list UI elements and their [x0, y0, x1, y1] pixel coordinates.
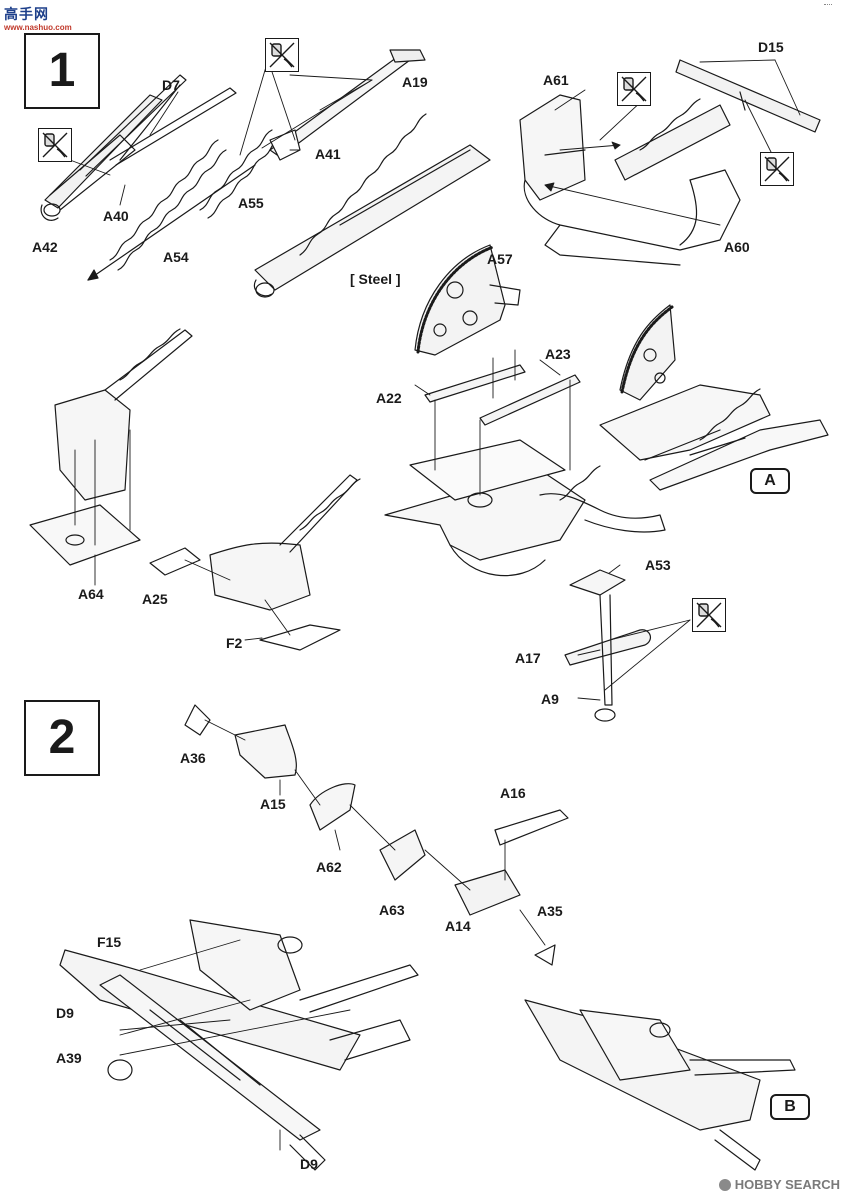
cradle-assembly-left — [29, 328, 361, 651]
watermark-logo-icon — [718, 1178, 731, 1191]
leader-lines — [204, 719, 546, 946]
part-label: A35 — [537, 903, 563, 919]
part-label: A61 — [543, 72, 569, 88]
part-label: A62 — [316, 859, 342, 875]
cement-icon — [617, 72, 651, 106]
subassembly-a-preview — [599, 304, 829, 491]
logo-url: www.nashuo.com — [4, 23, 72, 32]
part-label: A64 — [78, 586, 104, 602]
part-label: D15 — [758, 39, 784, 55]
subassembly-b-preview — [524, 999, 796, 1171]
cement-icon — [692, 598, 726, 632]
recoil-spring-part — [87, 139, 256, 281]
part-label: A60 — [724, 239, 750, 255]
part-label: A14 — [445, 918, 471, 934]
subassembly-b-label: B — [770, 1094, 810, 1120]
part-label: A22 — [376, 390, 402, 406]
step-2-box: 2 — [24, 700, 100, 776]
part-label: A16 — [500, 785, 526, 801]
main-axle-part — [59, 919, 419, 1171]
step-1-box: 1 — [24, 33, 100, 109]
site-logo: 高手网 www.nashuo.com — [4, 4, 72, 32]
part-label: F15 — [97, 934, 122, 950]
part-label: A15 — [260, 796, 286, 812]
part-label: A40 — [103, 208, 129, 224]
part-label: A17 — [515, 650, 541, 666]
part-label: A42 — [32, 239, 58, 255]
page-corner-mark — [824, 4, 832, 11]
subassembly-a-label: A — [750, 468, 790, 494]
material-note: [ Steel ] — [350, 271, 401, 287]
logo-brand: 高手网 — [4, 6, 49, 22]
part-label: A25 — [142, 591, 168, 607]
part-label: A9 — [541, 691, 559, 707]
part-label: A36 — [180, 750, 206, 766]
piston-rod-part — [269, 49, 426, 161]
leader-lines — [69, 59, 373, 206]
axle-small-parts — [184, 704, 569, 966]
cradle-tube-part — [253, 113, 491, 298]
recoil-cylinder-part — [40, 74, 237, 221]
watermark: HOBBY SEARCH — [718, 1177, 840, 1192]
leader-lines — [74, 429, 291, 641]
leader-lines — [119, 939, 351, 1151]
part-label: A55 — [238, 195, 264, 211]
gun-cradle-part — [384, 364, 666, 577]
part-label: A41 — [315, 146, 341, 162]
cement-icon — [38, 128, 72, 162]
elevating-arc-part — [414, 244, 521, 356]
cement-icon — [265, 38, 299, 72]
part-label: A19 — [402, 74, 428, 90]
traverse-bracket-part — [564, 569, 652, 722]
step-number: 1 — [48, 44, 76, 97]
part-label: D7 — [162, 77, 180, 93]
part-label: D9 — [300, 1156, 318, 1172]
leader-lines — [577, 619, 691, 701]
watermark-text: HOBBY SEARCH — [734, 1177, 840, 1192]
part-label: D9 — [56, 1005, 74, 1021]
part-label: A53 — [645, 557, 671, 573]
part-label: F2 — [226, 635, 243, 651]
leader-lines — [544, 59, 801, 226]
cement-icon — [760, 152, 794, 186]
part-label: A54 — [163, 249, 189, 265]
part-label: A23 — [545, 346, 571, 362]
part-label: A63 — [379, 902, 405, 918]
step-number: 2 — [48, 711, 76, 764]
part-label: A57 — [487, 251, 513, 267]
buffer-spring-part — [199, 129, 281, 219]
carriage-bracket-part — [519, 59, 821, 266]
part-label: A39 — [56, 1050, 82, 1066]
leader-lines — [414, 349, 621, 581]
